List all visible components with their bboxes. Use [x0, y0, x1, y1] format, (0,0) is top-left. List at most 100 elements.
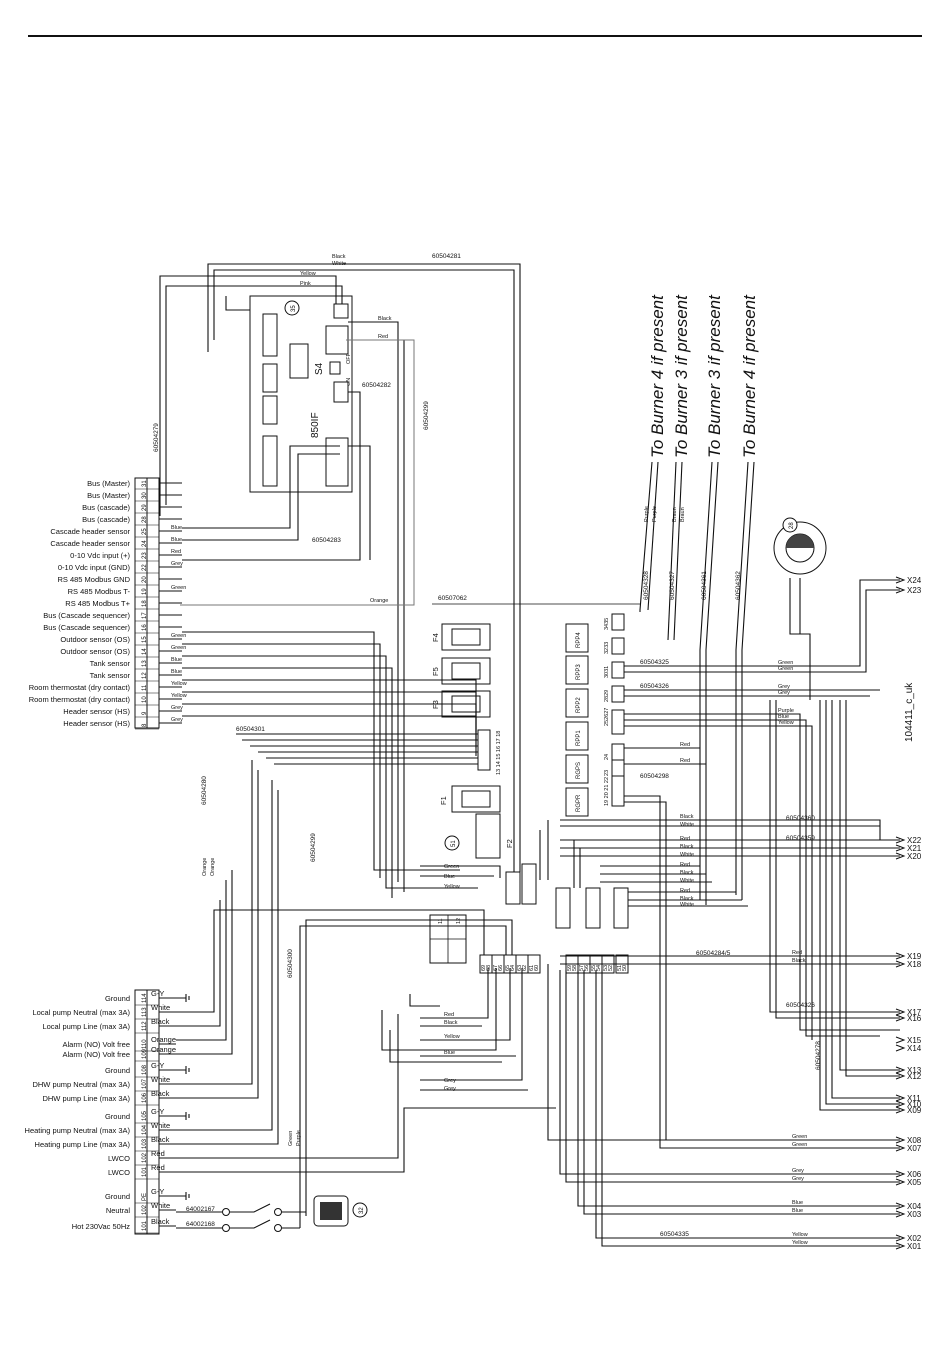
svg-text:F1: F1 — [439, 796, 448, 805]
lv-terminal-number: 11 — [142, 684, 148, 691]
marker-35 — [284, 300, 300, 316]
connector-arrow-icon — [895, 1100, 906, 1108]
relay-pin-label: 2829 — [604, 690, 610, 702]
relay-box — [565, 787, 589, 817]
relay-label: RPP2 — [576, 697, 582, 713]
right-wire-label: Grey — [778, 690, 790, 696]
ground-icon — [176, 994, 190, 1002]
ground-icon — [176, 1066, 190, 1074]
code-60504299: 60504299 — [423, 401, 430, 430]
power-terminal-label: Ground — [105, 1192, 130, 1201]
svg-text:Blue: Blue — [444, 1050, 455, 1056]
power-terminal-number: 106 — [142, 1092, 148, 1103]
lv-terminal-label: Bus (Cascade sequencer) — [43, 611, 130, 620]
lv-terminal-label: Bus (cascade) — [82, 503, 130, 512]
lv-terminal-label: 0-10 Vdc input (+) — [70, 551, 130, 560]
ground-icon — [176, 1192, 190, 1200]
right-wire-label: White — [680, 902, 694, 908]
lv-terminal-label: Room thermostat (dry contact) — [29, 683, 131, 692]
connector-label: X17 — [907, 1008, 922, 1017]
module-title: 850IF — [310, 412, 321, 438]
connector-arrow-icon — [895, 1144, 906, 1152]
power-pin-label: 55 — [591, 965, 597, 971]
code-60504280: 60504280 — [201, 776, 208, 805]
power-wire-color: G-Y — [151, 1107, 164, 1116]
power-wire-color: Black — [151, 1089, 170, 1098]
lv-terminal-label: Tank sensor — [90, 659, 131, 668]
connector-arrow-icon — [895, 1106, 906, 1114]
power-terminal-number: 114 — [142, 993, 148, 1003]
lv-wire-color: Blue — [171, 525, 182, 531]
relay-label: RGPS — [576, 762, 582, 779]
module-switch-label: S4 — [314, 362, 325, 375]
top-wiring: Black White 60504281 Yellow Pink Black R… — [153, 253, 521, 892]
relay-label: RPP3 — [576, 664, 582, 680]
right-wire-label: Grey — [778, 684, 790, 690]
power-terminal-label: Local pump Line (max 3A) — [42, 1022, 130, 1031]
burner-sensor-28: 28 — [773, 517, 827, 575]
lv-terminal-number: 28 — [142, 516, 148, 523]
power-pin-label: 51 — [617, 965, 623, 971]
relay-box — [565, 754, 589, 784]
small-pin-12: 12 — [456, 918, 462, 924]
code-60504361: 60504361 — [701, 571, 708, 600]
lv-terminal-number: 19 — [142, 588, 148, 595]
right-wire-label: Black — [680, 844, 694, 850]
power-terminal-label: DHW pump Line (max 3A) — [42, 1094, 130, 1103]
right-wire-label: Black — [680, 896, 694, 902]
right-wire-label: White — [680, 822, 694, 828]
connector-wire-color: Green — [792, 1134, 807, 1140]
relay-label: RPP4 — [576, 632, 582, 648]
power-terminal-label: Heating pump Neutral (max 3A) — [25, 1126, 131, 1135]
power-terminal-number: 104 — [142, 1124, 148, 1135]
connector-label: X12 — [907, 1072, 922, 1081]
power-terminal-label: Heating pump Line (max 3A) — [35, 1140, 131, 1149]
connector-arrow-icon — [895, 952, 906, 960]
marker-32 — [352, 1202, 368, 1218]
code-60504281: 60504281 — [432, 253, 461, 260]
fuse-f4: F4 — [431, 623, 491, 651]
right-wire-label: Black — [680, 814, 694, 820]
wire-red-top: Red — [378, 334, 388, 340]
right-wire-label: Green — [778, 660, 793, 666]
relay-pin-block — [611, 759, 625, 777]
power-wire-color: Black — [151, 1217, 170, 1226]
lv-wire-color: Blue — [171, 669, 182, 675]
lv-terminal-number: 13 — [142, 660, 148, 667]
lv-terminal-label: Cascade header sensor — [50, 527, 130, 536]
power-terminal-label: Ground — [105, 1066, 130, 1075]
connector-label: X16 — [907, 1014, 922, 1023]
code-60504327: 60504327 — [669, 571, 676, 600]
code-60504326b: 60504326 — [786, 1002, 815, 1009]
svg-text:28: 28 — [789, 522, 795, 529]
power-pin-label: 50 — [622, 965, 628, 971]
lv-wire-color: Grey — [171, 705, 183, 711]
power-wire-color: White — [151, 1121, 170, 1130]
power-pin-label: 68 — [486, 965, 492, 971]
code-60504360: 60504360 — [786, 815, 815, 822]
lv-terminal-number: 12 — [142, 672, 148, 679]
power-terminal-number: 103 — [142, 1138, 148, 1149]
lv-terminal-number: 20 — [142, 576, 148, 583]
lv-terminal-number: 22 — [142, 564, 148, 571]
connector-wire-color: Yellow — [792, 1232, 808, 1238]
relay-box — [565, 721, 589, 751]
wire-yellow-top: Yellow — [300, 271, 316, 277]
main-pins-label: 13 14 15 16 17 18 — [496, 731, 502, 775]
connector-label: X04 — [907, 1202, 922, 1211]
lv-terminal-number: 25 — [142, 528, 148, 535]
power-pin-label: 63 — [517, 965, 523, 971]
connector-label: X06 — [907, 1170, 922, 1179]
lv-terminal-label: Bus (Cascade sequencer) — [43, 623, 130, 632]
wire-black-top: Black — [332, 254, 346, 260]
lv-terminal-number: 14 — [142, 648, 148, 655]
code-60504299b: 60504299 — [310, 833, 317, 862]
lv-terminal-number: 23 — [142, 552, 148, 559]
power-terminal-label: Ground — [105, 1112, 130, 1121]
connector-arrow-icon — [895, 1008, 906, 1016]
connector-wire-color: Red — [792, 950, 802, 956]
burner-label-4: To Burner 4 if present — [740, 294, 759, 458]
connector-arrow-icon — [895, 836, 906, 844]
